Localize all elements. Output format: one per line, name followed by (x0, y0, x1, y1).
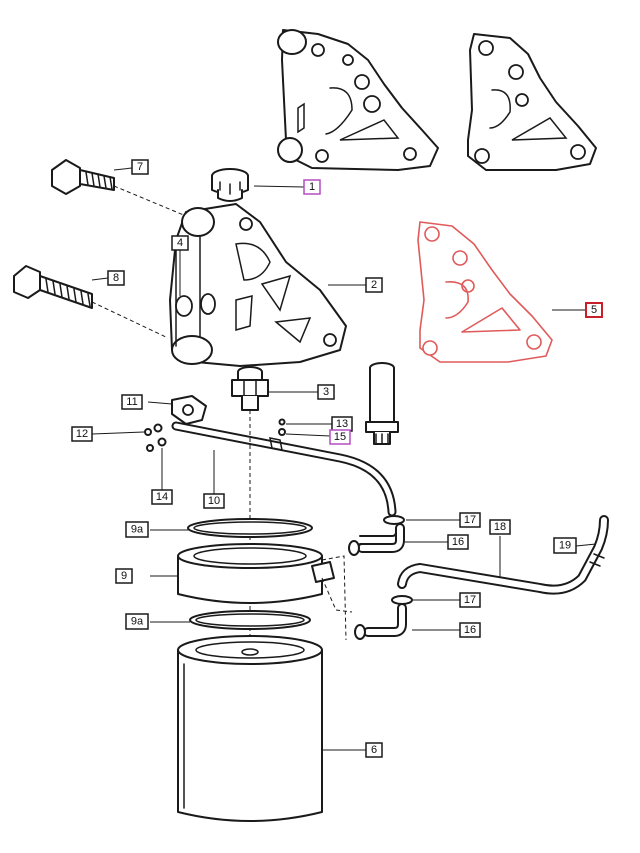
washer-17-lower (391, 595, 413, 605)
callout-16-upper-label: 16 (452, 536, 464, 548)
bracket-2 (169, 203, 347, 367)
callout-12: 12 (71, 426, 93, 442)
elbow-16-upper (348, 523, 405, 556)
callout-2: 2 (365, 277, 383, 293)
callout-9a-upper: 9a (125, 521, 149, 538)
gasket-upper-right (467, 33, 597, 171)
callout-9: 9 (115, 568, 133, 584)
callout-2-label: 2 (371, 279, 377, 291)
callout-9a-upper-label: 9a (131, 524, 144, 536)
callout-6-label: 6 (371, 744, 377, 756)
callout-15-label: 15 (334, 431, 346, 443)
callout-18-label: 18 (494, 521, 506, 533)
leader-lines (91, 167, 597, 751)
callout-3-label: 3 (323, 386, 329, 398)
callout-14: 14 (151, 489, 173, 505)
callout-4-label: 4 (177, 237, 183, 249)
adapter-9 (177, 543, 335, 604)
callout-9-label: 9 (121, 570, 127, 582)
callout-5: 5 (585, 302, 603, 318)
callout-9a-lower-label: 9a (131, 616, 144, 628)
callout-10: 10 (203, 493, 225, 509)
callout-17-lower-label: 17 (464, 594, 476, 606)
bolt-7-axis (113, 185, 187, 217)
bolt-8-axis (91, 301, 169, 339)
callout-4: 4 (171, 235, 189, 251)
threaded-sensor (365, 362, 399, 445)
callout-11: 11 (121, 394, 143, 410)
callout-13-label: 13 (336, 418, 348, 430)
callout-7: 7 (131, 159, 149, 175)
screws-and-washers (144, 418, 286, 452)
bolt-7 (51, 159, 115, 195)
callout-12-label: 12 (76, 428, 88, 440)
callout-1: 1 (303, 179, 321, 195)
callout-16-upper: 16 (447, 534, 469, 550)
callout-1-label: 1 (309, 181, 315, 193)
callout-17-upper-label: 17 (464, 514, 476, 526)
callout-5-label: 5 (591, 304, 597, 316)
callout-13: 13 (331, 416, 353, 432)
callout-19-label: 19 (559, 540, 571, 552)
callout-11-label: 11 (126, 396, 137, 408)
callout-8: 8 (107, 270, 125, 286)
callout-9a-lower: 9a (125, 613, 149, 630)
callout-17-lower: 17 (459, 592, 481, 608)
callout-16-lower-label: 16 (464, 624, 476, 636)
callout-15: 15 (329, 429, 351, 445)
callout-3: 3 (317, 384, 335, 400)
fitting-3 (231, 366, 269, 411)
bolt-8 (13, 265, 93, 309)
callout-14-label: 14 (156, 491, 168, 503)
callout-17-upper: 17 (459, 512, 481, 528)
callout-19: 19 (553, 537, 577, 554)
bracket-upper-left (277, 29, 439, 171)
callout-10-label: 10 (208, 495, 220, 507)
callout-6: 6 (365, 742, 383, 758)
oil-line-10 (171, 395, 397, 517)
hose-18-19 (397, 515, 609, 595)
plug-1 (211, 168, 249, 202)
filter-6 (177, 635, 323, 822)
callout-16-lower: 16 (459, 622, 481, 638)
routing-lines (321, 555, 353, 641)
elbow-16-lower (354, 603, 407, 640)
washer-17-upper (383, 515, 405, 525)
gasket-5 (417, 221, 553, 363)
callout-18: 18 (489, 519, 511, 535)
callout-7-label: 7 (137, 161, 143, 173)
callout-8-label: 8 (113, 272, 119, 284)
